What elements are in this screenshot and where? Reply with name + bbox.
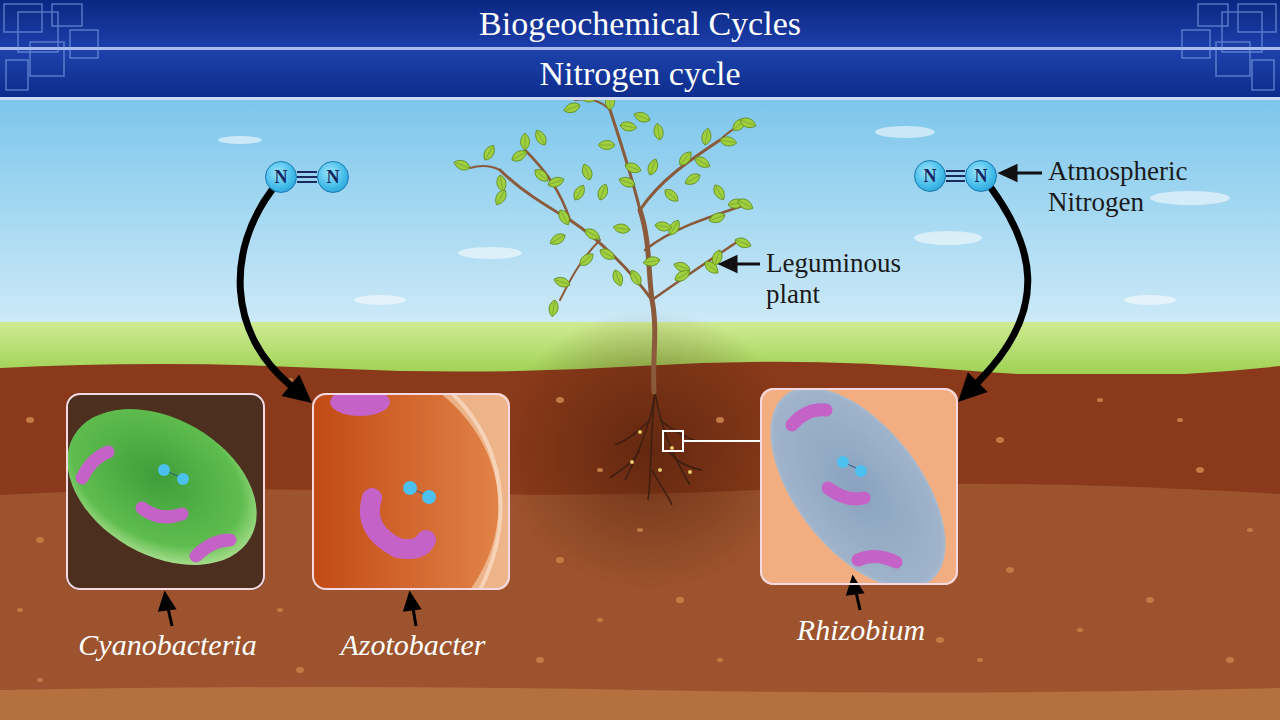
arrow-head [281,374,312,403]
bacteria-panel: Azotobacter [312,393,510,590]
plant-label: Leguminous plant [766,248,941,310]
nitrogen-label: Atmospheric Nitrogen [1048,156,1238,218]
subtitle-text: Nitrogen cycle [0,50,1280,97]
nitrogen-atom: N [265,161,297,193]
atom-symbol: N [327,168,340,186]
nitrogen-atom: N [965,160,997,192]
nitrogen-atom: N [914,160,946,192]
nitrogen-atom: N [317,161,349,193]
organism-label: Rhizobium [722,612,1000,648]
arrow-line [240,190,290,385]
bacteria-panel: Rhizobium [760,388,958,585]
atom-symbol: N [924,167,937,185]
atom-symbol: N [975,167,988,185]
fixation-arrow [958,188,1028,402]
atom-symbol: N [275,168,288,186]
organism-label: Azotobacter [274,627,552,663]
arrow-head [958,372,988,402]
arrow-line [978,188,1028,382]
organism-label: Cyanobacteria [28,627,307,663]
bacteria-panel: Cyanobacteria [66,393,265,590]
fixation-arrow [240,190,312,403]
title-text: Biogeochemical Cycles [0,0,1280,47]
